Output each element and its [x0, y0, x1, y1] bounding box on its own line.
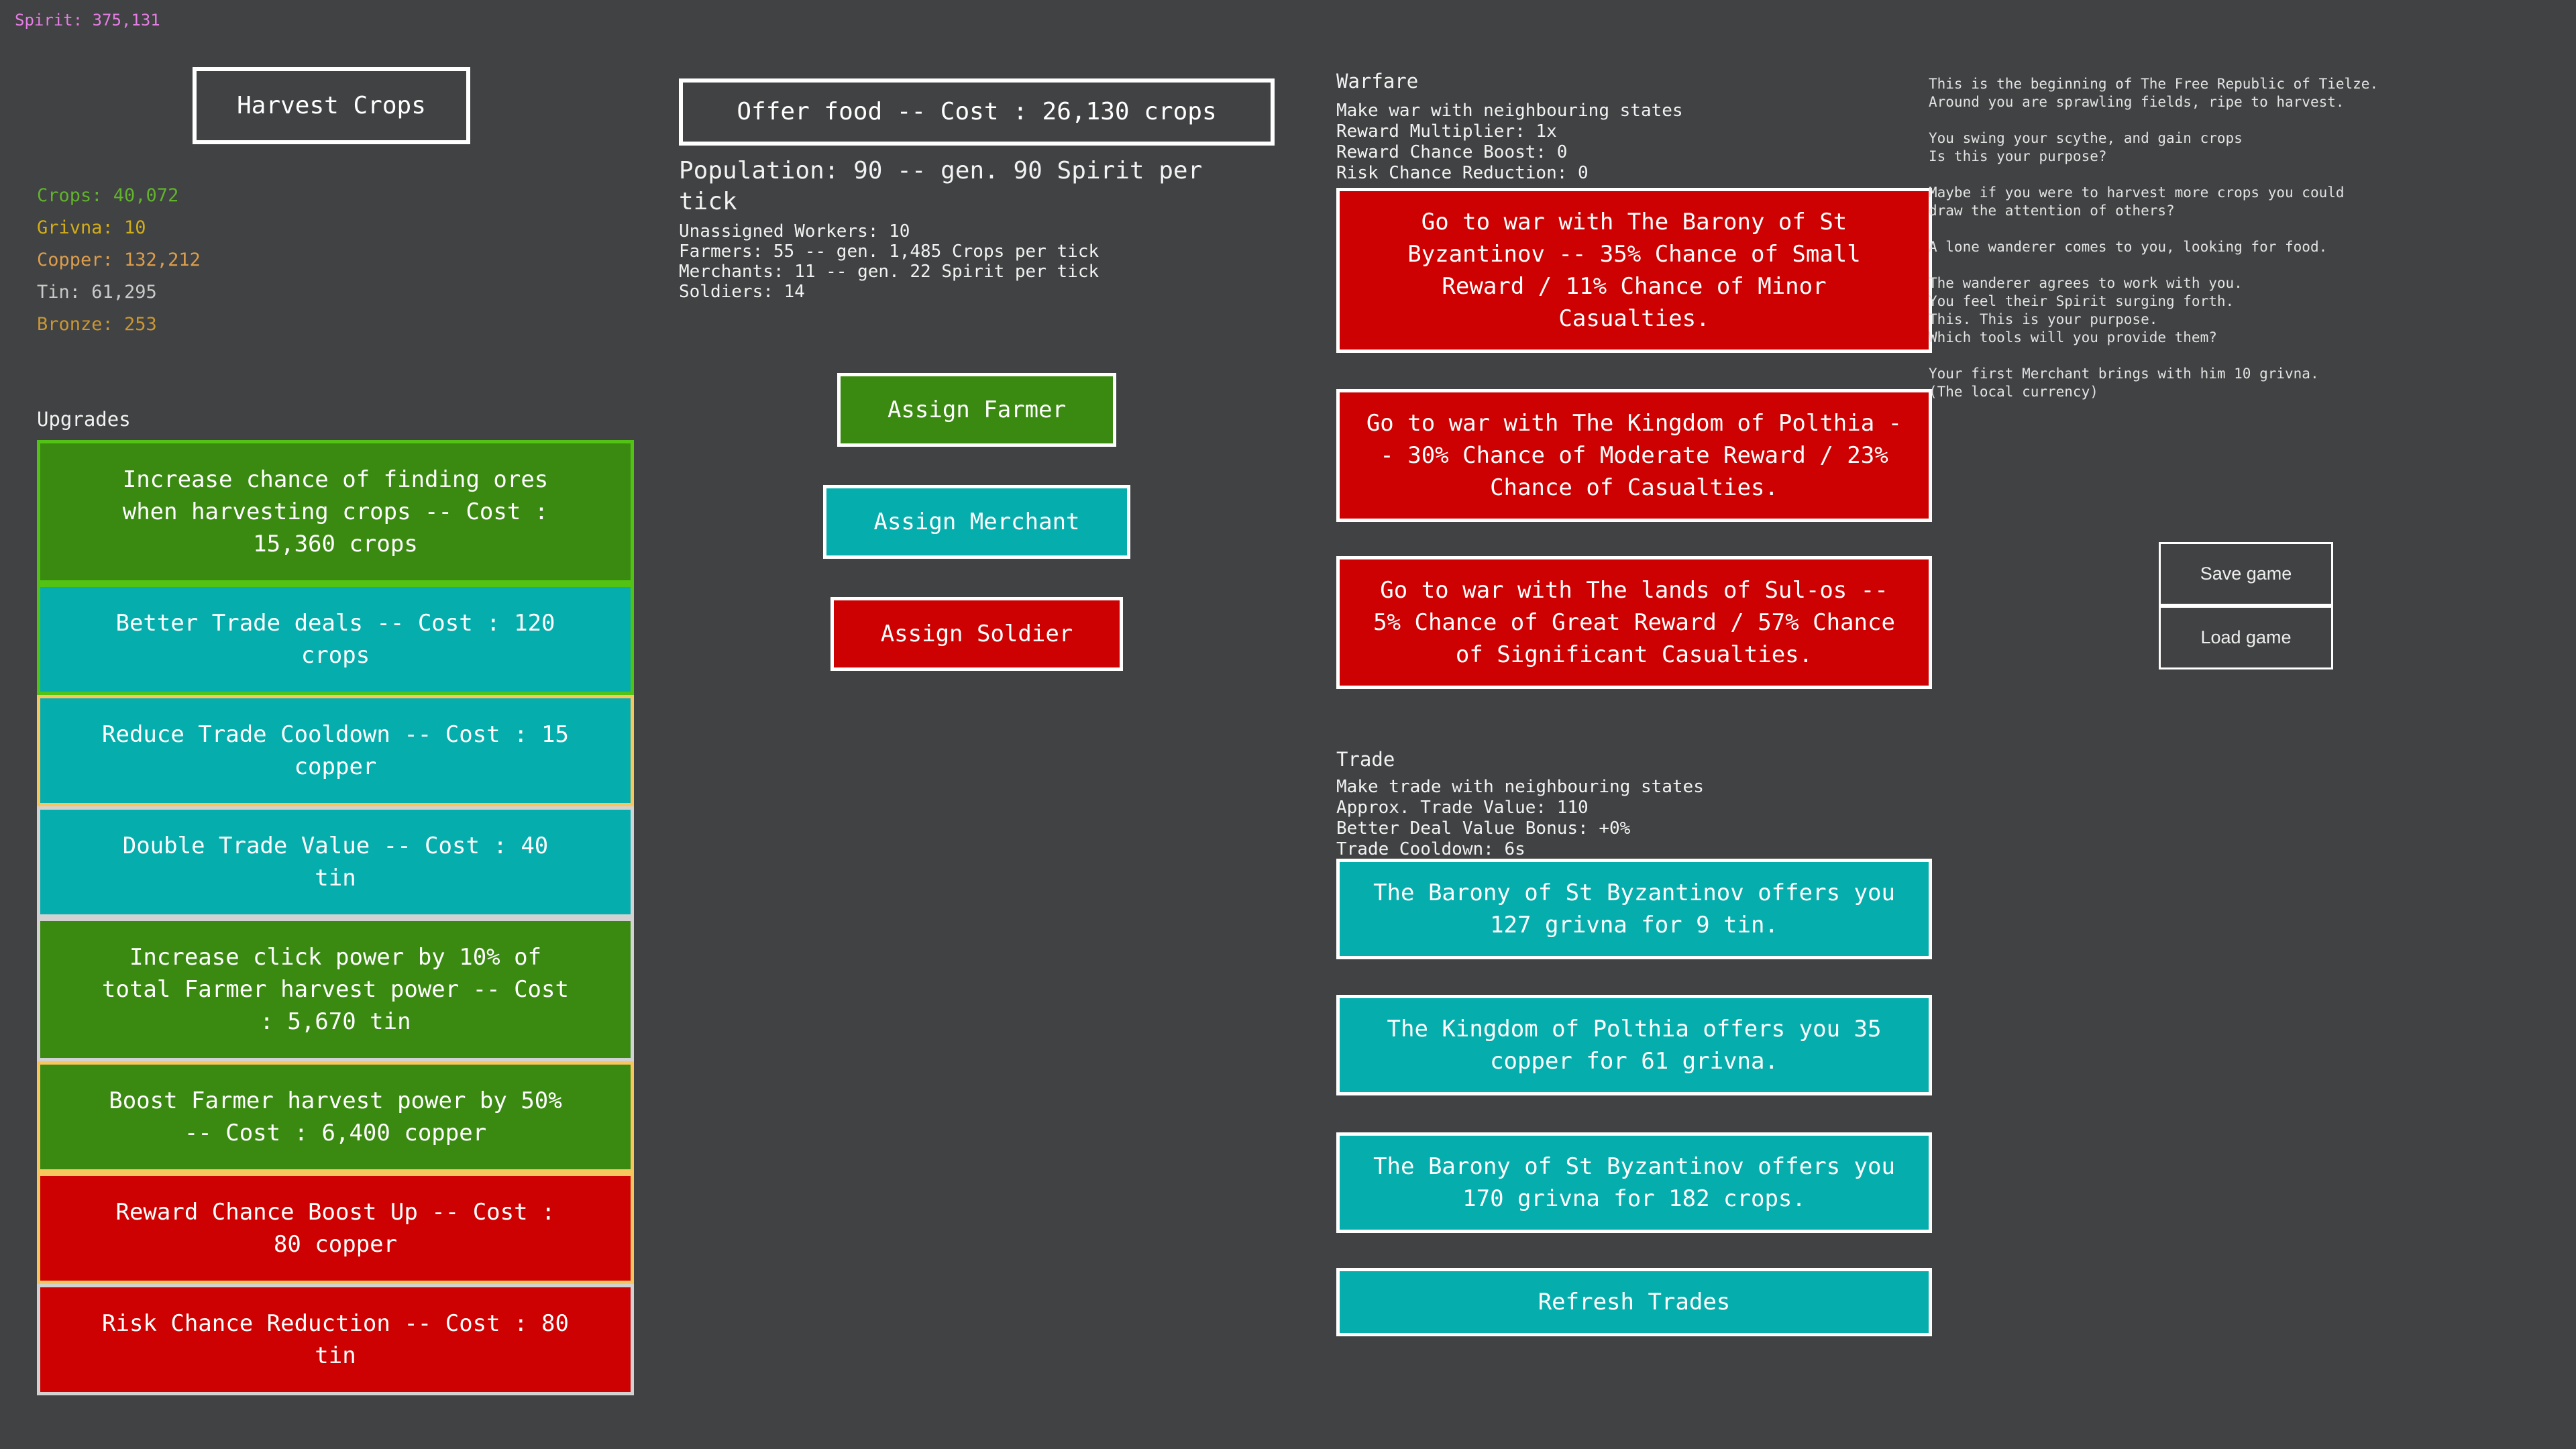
upgrades-title: Upgrades	[37, 408, 131, 431]
stat-approx-trade-value: Approx. Trade Value: 110	[1336, 798, 1589, 818]
resource-tin: Tin: 61,295	[37, 282, 157, 303]
story-paragraph: The wanderer agrees to work with you. Yo…	[1929, 275, 2243, 345]
population-summary: Population: 90 -- gen. 90 Spirit per tic…	[679, 157, 1203, 215]
upgrade-list: Increase chance of finding ores when har…	[37, 440, 634, 1395]
resource-grivna: Grivna: 10	[37, 217, 146, 238]
story-paragraph: Your first Merchant brings with him 10 g…	[1929, 366, 2319, 400]
stat-risk-chance-reduction: Risk Chance Reduction: 0	[1336, 163, 1589, 183]
story-paragraph: You swing your scythe, and gain crops Is…	[1929, 130, 2243, 164]
upgrade-double-trade-value[interactable]: Double Trade Value -- Cost : 40 tin	[37, 806, 634, 918]
trade-offer-byzantinov-tin[interactable]: The Barony of St Byzantinov offers you 1…	[1336, 859, 1932, 959]
system-buttons: Save game Load game	[2159, 542, 2333, 669]
refresh-trades-button[interactable]: Refresh Trades	[1336, 1268, 1932, 1336]
trade-subtitle: Make trade with neighbouring states	[1336, 777, 1704, 797]
warfare-subtitle: Make war with neighbouring states	[1336, 101, 1683, 121]
assign-farmer-button[interactable]: Assign Farmer	[837, 373, 1117, 447]
save-game-button[interactable]: Save game	[2159, 542, 2333, 606]
upgrade-reduce-trade-cooldown[interactable]: Reduce Trade Cooldown -- Cost : 15 coppe…	[37, 695, 634, 806]
trade-title: Trade	[1336, 748, 1395, 771]
resource-copper: Copper: 132,212	[37, 250, 201, 270]
population-stats: Unassigned Workers: 10 Farmers: 55 -- ge…	[679, 221, 1099, 302]
trade-offer-byzantinov-crops[interactable]: The Barony of St Byzantinov offers you 1…	[1336, 1132, 1932, 1233]
stat-merchants: Merchants: 11 -- gen. 22 Spirit per tick	[679, 262, 1099, 282]
war-button-sul-os[interactable]: Go to war with The lands of Sul-os -- 5%…	[1336, 556, 1932, 689]
stat-reward-multiplier: Reward Multiplier: 1x	[1336, 121, 1557, 142]
stat-reward-chance-boost: Reward Chance Boost: 0	[1336, 142, 1568, 162]
upgrade-ore-find-chance[interactable]: Increase chance of finding ores when har…	[37, 440, 634, 584]
story-log: This is the beginning of The Free Republ…	[1929, 75, 2378, 419]
upgrade-click-power[interactable]: Increase click power by 10% of total Far…	[37, 918, 634, 1061]
resource-list: Crops: 40,072 Grivna: 10 Copper: 132,212…	[37, 180, 201, 341]
story-paragraph: Maybe if you were to harvest more crops …	[1929, 184, 2345, 219]
assign-buttons: Assign Farmer Assign Merchant Assign Sol…	[679, 373, 1275, 671]
story-paragraph: This is the beginning of The Free Republ…	[1929, 76, 2379, 110]
stat-farmers: Farmers: 55 -- gen. 1,485 Crops per tick	[679, 241, 1099, 262]
warfare-stats: Make war with neighbouring states Reward…	[1336, 101, 1683, 184]
trade-offer-polthia-copper[interactable]: The Kingdom of Polthia offers you 35 cop…	[1336, 995, 1932, 1095]
load-game-button[interactable]: Load game	[2159, 606, 2333, 669]
trade-stats: Make trade with neighbouring states Appr…	[1336, 777, 1704, 860]
war-button-st-byzantinov[interactable]: Go to war with The Barony of St Byzantin…	[1336, 188, 1932, 353]
upgrade-better-trade-deals[interactable]: Better Trade deals -- Cost : 120 crops	[37, 584, 634, 695]
story-paragraph: A lone wanderer comes to you, looking fo…	[1929, 239, 2328, 255]
resource-crops: Crops: 40,072	[37, 185, 179, 206]
stat-better-deal-bonus: Better Deal Value Bonus: +0%	[1336, 818, 1631, 839]
upgrade-reward-chance-boost[interactable]: Reward Chance Boost Up -- Cost : 80 copp…	[37, 1173, 634, 1284]
resource-bronze: Bronze: 253	[37, 314, 157, 335]
warfare-title: Warfare	[1336, 70, 1419, 93]
stat-trade-cooldown: Trade Cooldown: 6s	[1336, 839, 1525, 859]
harvest-crops-button[interactable]: Harvest Crops	[193, 67, 470, 144]
stat-soldiers: Soldiers: 14	[679, 282, 805, 302]
offer-food-button[interactable]: Offer food -- Cost : 26,130 crops	[679, 78, 1275, 146]
upgrade-risk-chance-reduction[interactable]: Risk Chance Reduction -- Cost : 80 tin	[37, 1284, 634, 1395]
assign-soldier-button[interactable]: Assign Soldier	[830, 597, 1124, 671]
stat-unassigned-workers: Unassigned Workers: 10	[679, 221, 910, 241]
war-button-polthia[interactable]: Go to war with The Kingdom of Polthia --…	[1336, 389, 1932, 522]
upgrade-farmer-harvest-boost[interactable]: Boost Farmer harvest power by 50% -- Cos…	[37, 1061, 634, 1173]
spirit-counter: Spirit: 375,131	[15, 11, 160, 30]
assign-merchant-button[interactable]: Assign Merchant	[823, 485, 1130, 559]
